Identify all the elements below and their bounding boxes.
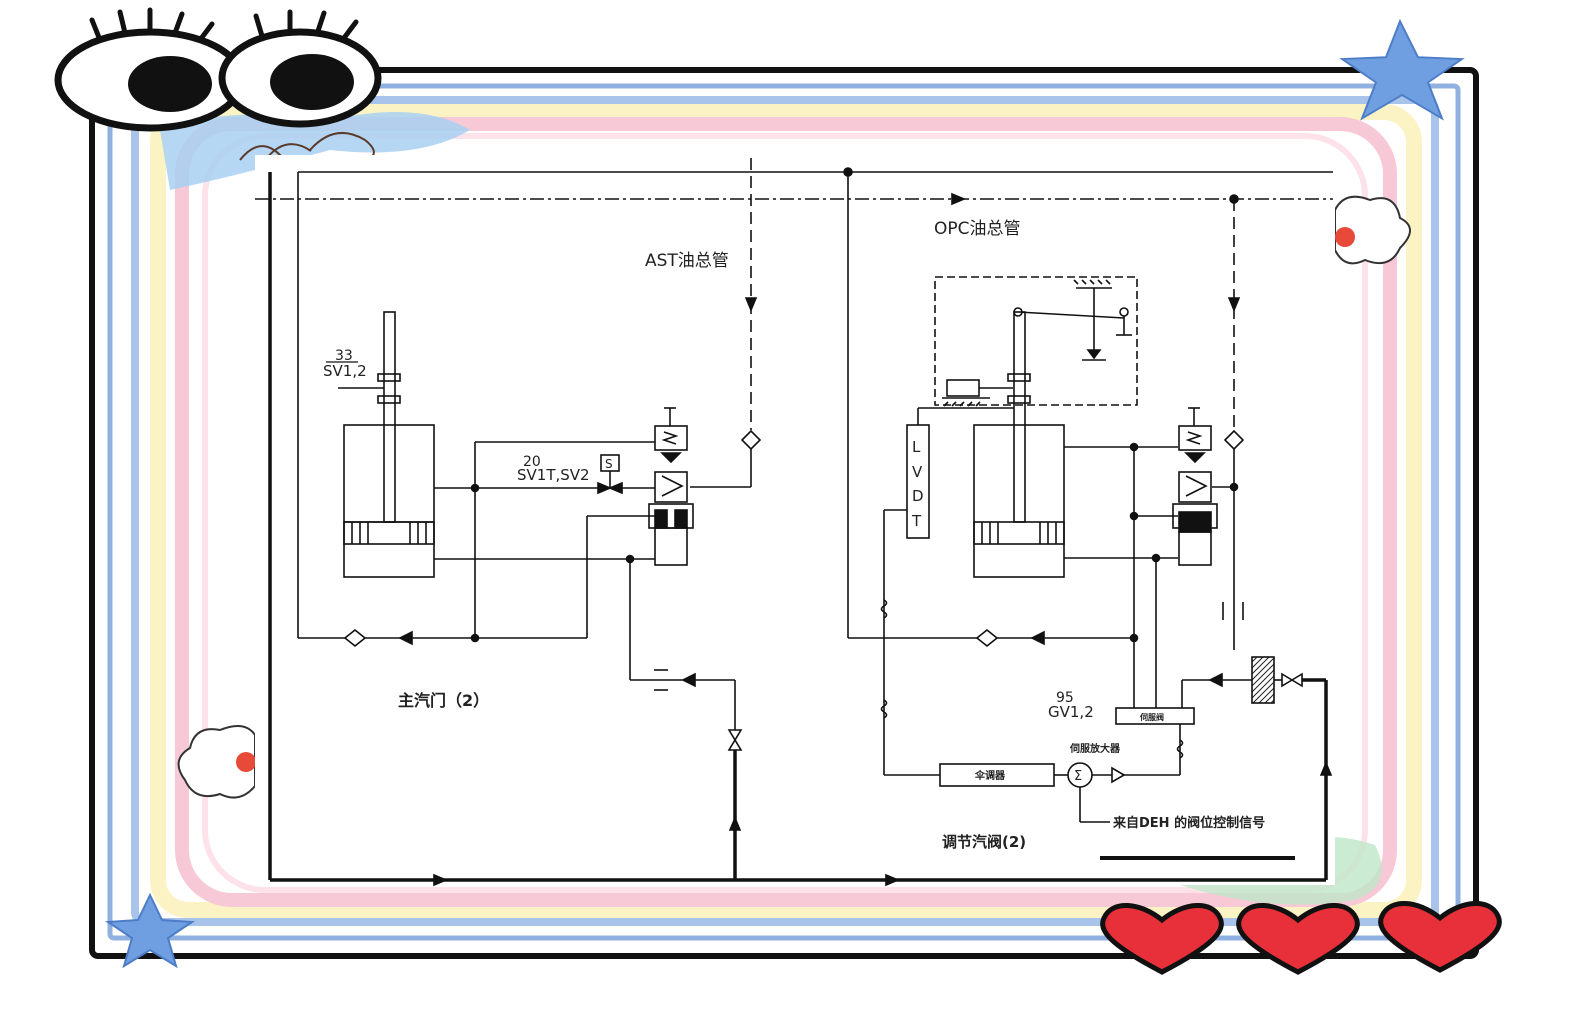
ast-header-label: AST油总管 bbox=[645, 251, 729, 271]
servo-valve-label: 伺服阀 bbox=[1139, 712, 1164, 722]
hydraulic-schematic bbox=[255, 158, 1333, 887]
servo-tag-number: 95 bbox=[1056, 690, 1074, 706]
lvdt-letter-d: D bbox=[912, 487, 924, 505]
lvdt-letter-l: L bbox=[912, 438, 921, 456]
lvdt-letter-t: T bbox=[911, 512, 922, 530]
controller-label: 伞调器 bbox=[974, 769, 1006, 782]
oil-filter bbox=[1251, 656, 1275, 704]
cartoon-eyes-decoration bbox=[54, 7, 382, 132]
main-valve-position-tag: SV1,2 bbox=[323, 362, 367, 380]
opc-check-valve bbox=[1223, 429, 1245, 451]
solenoid-letter: S bbox=[605, 457, 613, 471]
solenoid-valve bbox=[597, 481, 623, 495]
main-valve-relay-valve bbox=[648, 407, 694, 566]
hearts-decoration bbox=[1100, 901, 1502, 975]
cloud-face-decoration-left bbox=[177, 725, 256, 799]
cloud-face-decoration-right bbox=[1334, 195, 1411, 265]
lever-linkage-box bbox=[934, 276, 1138, 406]
control-valve-actuator bbox=[973, 311, 1065, 578]
main-valve-isolation-valve bbox=[727, 729, 743, 751]
control-valve-relay-valve bbox=[1172, 407, 1218, 566]
control-valve-isolation-valve bbox=[1281, 672, 1303, 688]
star-decoration-top-right bbox=[1339, 18, 1465, 121]
opc-header-label: OPC油总管 bbox=[934, 219, 1021, 239]
deh-signal-label: 来自DEH 的阀位控制信号 bbox=[1112, 815, 1265, 831]
main-valve-position-tag-number: 33 bbox=[335, 348, 353, 364]
diagram-canvas bbox=[255, 155, 1335, 885]
servo-amplifier-label: 伺服放大器 bbox=[1069, 742, 1121, 755]
summing-symbol: Σ bbox=[1074, 769, 1082, 784]
star-decoration-bottom-left bbox=[104, 892, 196, 969]
main-valve-return-check-valve bbox=[343, 628, 367, 648]
main-valve-actuator bbox=[338, 311, 435, 578]
servo-valve bbox=[1115, 707, 1195, 725]
lvdt-letter-v: V bbox=[912, 463, 923, 481]
main-valve-title: 主汽门（2） bbox=[398, 691, 489, 710]
control-valve-title: 调节汽阀(2) bbox=[942, 833, 1026, 851]
servo-tag: GV1,2 bbox=[1048, 703, 1094, 721]
ast-check-valve bbox=[740, 429, 762, 451]
main-valve-solenoid-tag: SV1T,SV2 bbox=[517, 466, 590, 484]
main-valve-solenoid-tag-number: 20 bbox=[523, 454, 541, 470]
